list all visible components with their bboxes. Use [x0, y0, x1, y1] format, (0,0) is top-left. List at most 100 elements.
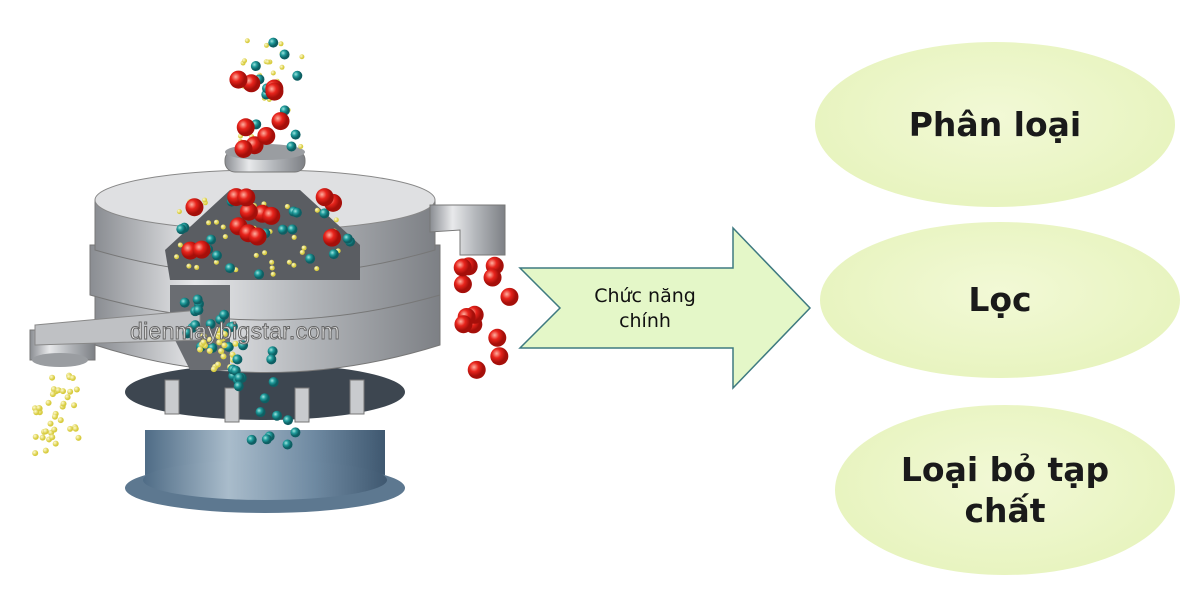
- teal-ball: [277, 224, 288, 235]
- teal-ball: [192, 294, 203, 305]
- yellow-particle: [299, 54, 305, 60]
- yellow-particle: [177, 242, 183, 248]
- yellow-particle: [206, 347, 213, 354]
- yellow-particle: [299, 249, 305, 255]
- yellow-particle: [215, 327, 222, 334]
- teal-ball: [238, 340, 249, 351]
- yellow-particle: [194, 264, 200, 270]
- teal-ball: [290, 129, 301, 140]
- yellow-particle: [33, 409, 40, 416]
- yellow-particle: [52, 440, 59, 447]
- yellow-particle: [32, 450, 39, 457]
- teal-ball: [267, 346, 278, 357]
- arrow-label-line1: Chức năng: [594, 285, 696, 307]
- teal-ball: [255, 407, 266, 418]
- yellow-particle: [176, 209, 182, 215]
- red-ball: [453, 258, 472, 277]
- red-ball: [185, 198, 204, 217]
- teal-ball: [286, 141, 297, 152]
- red-ball: [257, 126, 276, 145]
- teal-ball: [282, 439, 293, 450]
- yellow-particle: [222, 234, 228, 240]
- yellow-particle: [50, 386, 57, 393]
- teal-ball: [227, 321, 238, 332]
- machine-base: [125, 364, 405, 513]
- yellow-particle: [42, 447, 49, 454]
- yellow-particle: [291, 262, 297, 268]
- red-ball: [271, 112, 290, 131]
- yellow-particle: [221, 330, 228, 337]
- yellow-particle: [42, 428, 49, 435]
- yellow-particle: [214, 361, 221, 368]
- teal-ball: [287, 224, 298, 235]
- teal-ball: [182, 327, 193, 338]
- yellow-particle: [60, 388, 67, 395]
- teal-ball: [176, 224, 187, 235]
- yellow-particle: [60, 400, 67, 407]
- function-oval-classification: Phân loại: [815, 42, 1175, 207]
- yellow-particle: [45, 399, 52, 406]
- yellow-particle: [242, 58, 248, 64]
- teal-ball: [342, 233, 353, 244]
- yellow-particle: [32, 433, 39, 440]
- function-label: Phân loại: [908, 104, 1082, 144]
- red-ball: [467, 360, 486, 379]
- red-ball: [500, 287, 519, 306]
- teal-ball: [246, 434, 257, 445]
- red-ball: [453, 275, 472, 294]
- red-ball: [237, 188, 256, 207]
- function-label: Lọc: [968, 280, 1032, 320]
- yellow-particle: [200, 332, 207, 339]
- yellow-particle: [269, 259, 275, 265]
- teal-ball: [291, 207, 302, 218]
- yellow-particle: [69, 374, 76, 381]
- yellow-particle: [253, 252, 259, 258]
- teal-ball: [232, 354, 243, 365]
- teal-ball: [282, 415, 293, 426]
- yellow-particle: [49, 434, 56, 441]
- red-ball: [192, 240, 211, 259]
- teal-ball: [233, 381, 244, 392]
- yellow-particle: [220, 224, 226, 230]
- teal-ball: [266, 354, 277, 365]
- red-ball: [490, 347, 509, 366]
- teal-ball: [254, 269, 265, 280]
- teal-ball: [290, 427, 301, 438]
- yellow-particle: [51, 426, 58, 433]
- yellow-particle: [174, 254, 180, 260]
- teal-ball: [224, 263, 235, 274]
- yellow-particle: [270, 70, 276, 76]
- red-ball: [488, 328, 507, 347]
- yellow-particle: [314, 207, 320, 213]
- yellow-particle: [71, 402, 78, 409]
- yellow-particle: [301, 245, 307, 251]
- arrow-label: Chức năng chính: [560, 284, 730, 333]
- red-ball: [236, 118, 255, 137]
- yellow-particle: [67, 388, 74, 395]
- yellow-particle: [72, 425, 79, 432]
- yellow-particle: [220, 353, 227, 360]
- teal-ball: [271, 410, 282, 421]
- yellow-particle: [47, 420, 54, 427]
- yellow-particle: [221, 342, 228, 349]
- yellow-particle: [57, 417, 64, 424]
- watermark-text: dienmaybigstar.com: [130, 318, 341, 345]
- teal-ball: [319, 208, 330, 219]
- yellow-particle: [197, 346, 204, 353]
- yellow-particle: [49, 374, 56, 381]
- yellow-particle: [213, 219, 219, 225]
- teal-ball: [259, 393, 270, 404]
- red-ball: [248, 227, 267, 246]
- teal-ball: [328, 249, 339, 260]
- yellow-particle: [333, 217, 339, 223]
- yellow-particle: [291, 234, 297, 240]
- yellow-particle: [186, 263, 192, 269]
- function-arrow: [518, 226, 812, 390]
- teal-ball: [190, 320, 201, 331]
- function-oval-filtering: Lọc: [820, 222, 1180, 378]
- teal-ball: [268, 377, 279, 388]
- yellow-particle: [298, 144, 304, 150]
- arrow-label-line2: chính: [619, 309, 671, 332]
